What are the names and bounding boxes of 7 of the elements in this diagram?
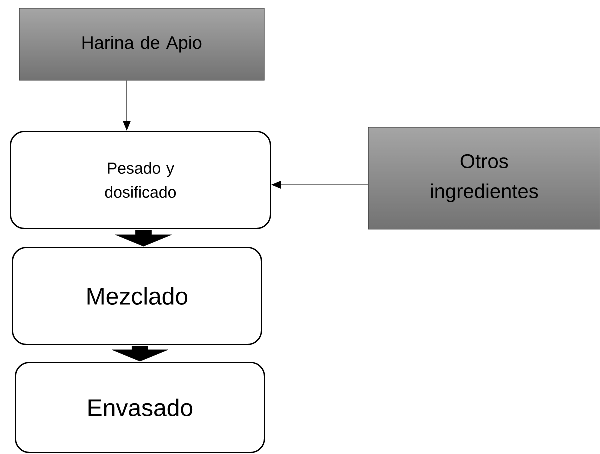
input-box: Otros ingredientes — [368, 127, 600, 230]
arrow — [116, 230, 172, 247]
arrow — [112, 346, 168, 362]
process-box: Pesado y dosificado — [10, 131, 272, 230]
process-box: Mezclado — [12, 247, 262, 346]
process-box: Envasado — [15, 362, 266, 454]
input-box: Harina de Apio — [19, 8, 265, 81]
